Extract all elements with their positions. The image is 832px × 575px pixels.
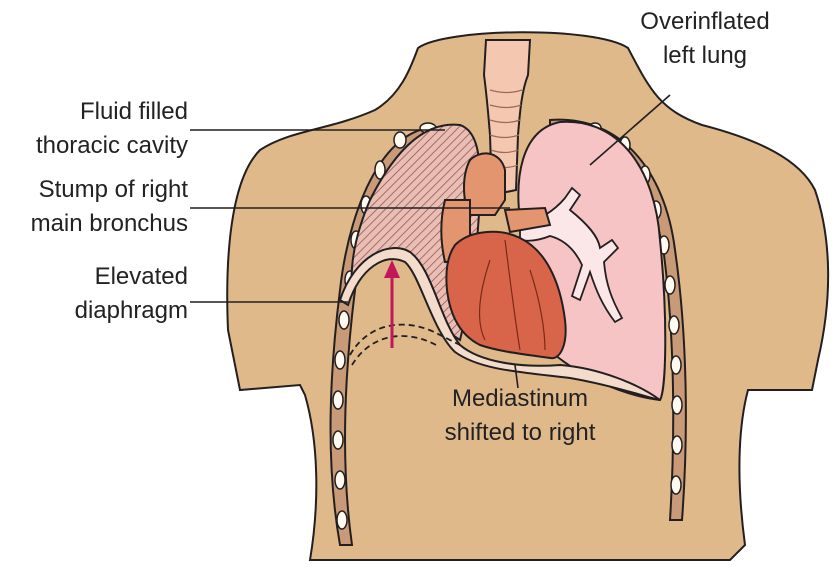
mediastinum-line	[338, 247, 661, 401]
pulmonary-artery	[503, 206, 552, 234]
original-diaphragm	[349, 323, 461, 356]
heart-vessels	[478, 239, 546, 351]
elevation-arrowhead	[384, 260, 400, 278]
leader-lines	[190, 94, 671, 389]
label-mediastinum-shifted: Mediastinum shifted to right	[444, 385, 596, 446]
label-elevated-diaphragm: Elevated diaphragm	[74, 263, 188, 324]
label-overinflated-left-lung: Overinflated left lung	[640, 8, 770, 69]
label-stump-right-bronchus: Stump of right main bronchus	[30, 176, 188, 237]
label-fluid-filled-cavity: Fluid filled thoracic cavity	[35, 98, 188, 159]
heart	[445, 230, 567, 360]
